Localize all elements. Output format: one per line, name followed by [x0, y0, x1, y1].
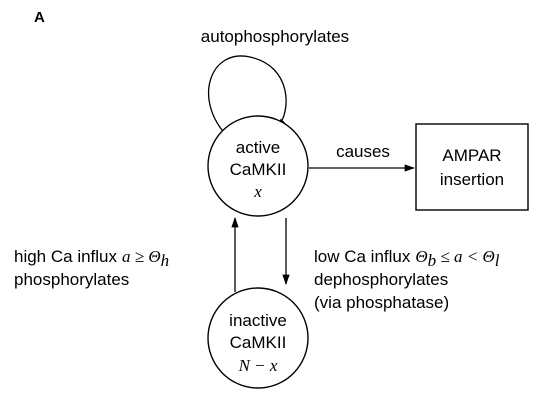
dephosphorylation-math-b: ≤ a < Θ [436, 247, 495, 266]
phosphorylation-math: a ≥ Θ [122, 247, 161, 266]
self-loop-label: autophosphorylates [201, 27, 349, 46]
panel-label: A [34, 9, 45, 26]
active-node-line1: active [236, 138, 280, 157]
inactive-node-line1: inactive [229, 311, 287, 330]
active-node-variable: x [253, 182, 262, 201]
dephosphorylation-label-line2: dephosphorylates [314, 270, 448, 289]
phosphorylation-label-line2: phosphorylates [14, 270, 129, 289]
dephosphorylation-subscript-a: b [428, 251, 437, 270]
phosphorylation-subscript: h [161, 251, 170, 270]
ampar-box-line1: AMPAR [442, 146, 501, 165]
active-camkii-node [207, 115, 309, 217]
active-node-line2: CaMKII [230, 160, 287, 179]
dephosphorylation-subscript-b: l [495, 251, 500, 270]
dephosphorylation-math-a: Θ [415, 247, 427, 266]
causes-label: causes [336, 142, 390, 161]
inactive-node-line2: CaMKII [230, 333, 287, 352]
phosphorylation-text: high Ca influx [14, 247, 118, 266]
ampar-box-line2: insertion [440, 170, 504, 189]
dephosphorylation-text: low Ca influx [314, 247, 411, 266]
inactive-node-variable: N − x [238, 356, 278, 375]
dephosphorylation-label-line3: (via phosphatase) [314, 293, 449, 312]
inactive-camkii-node [207, 287, 309, 389]
ampar-insertion-box [415, 123, 529, 211]
self-loop-arrow [207, 55, 287, 138]
